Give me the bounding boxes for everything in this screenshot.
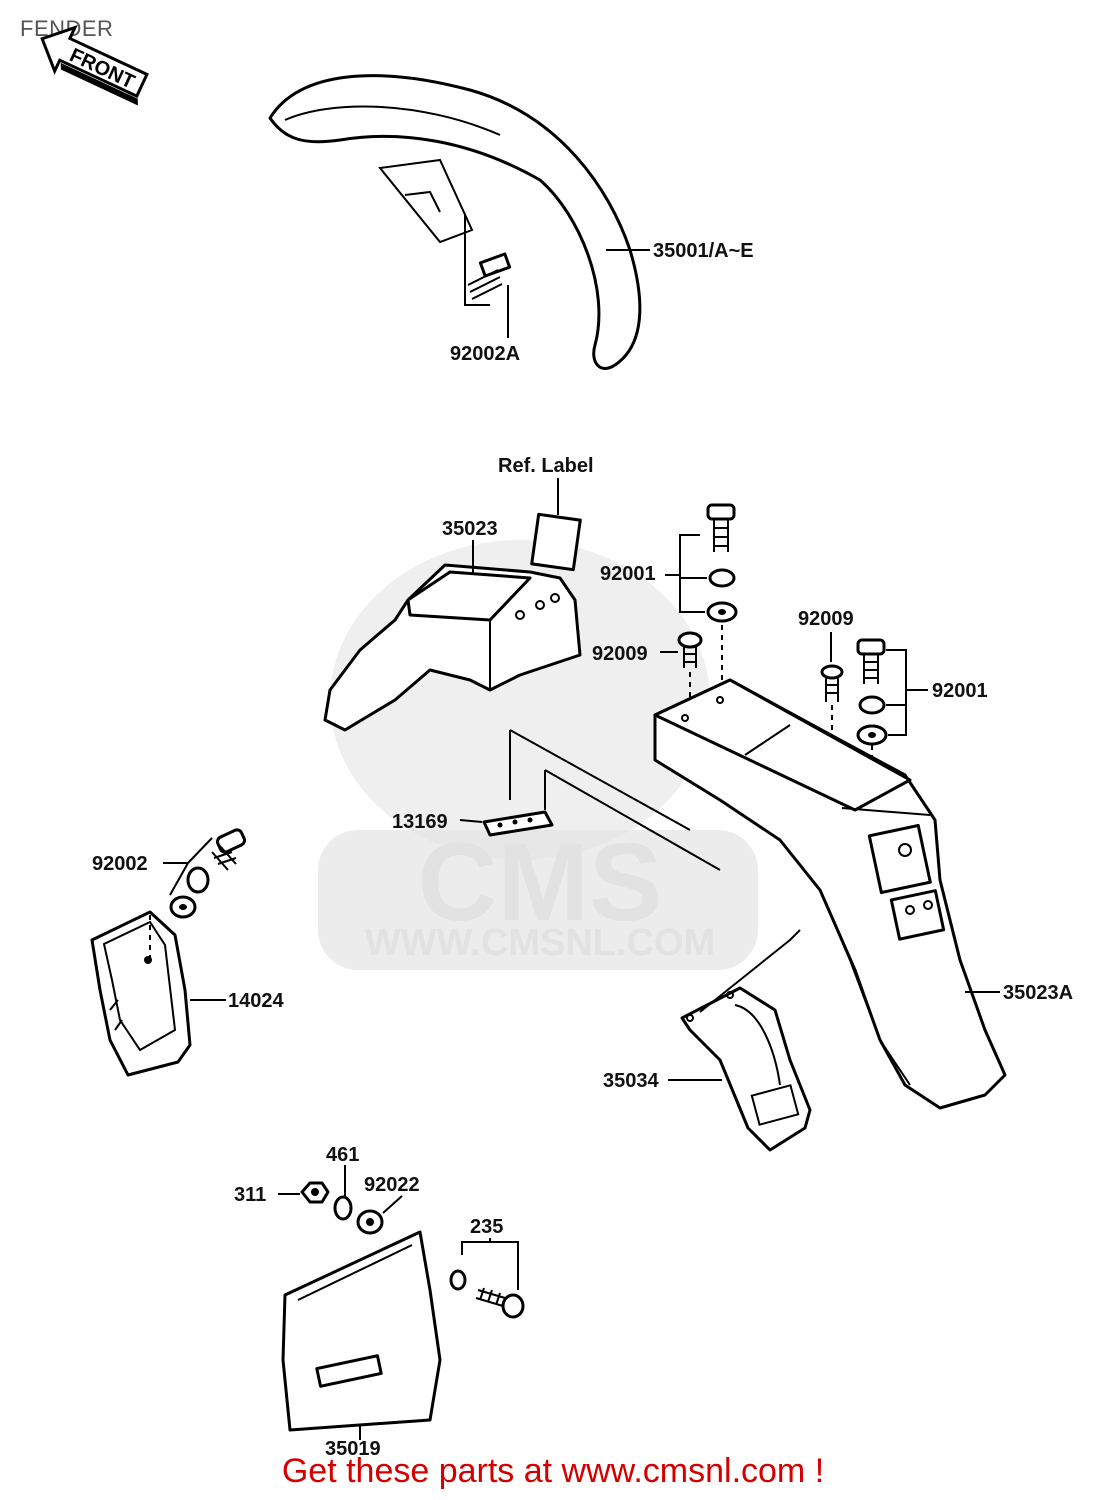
label-235: 235 [470, 1216, 503, 1238]
label-461: 461 [326, 1144, 359, 1166]
label-35034: 35034 [603, 1070, 659, 1092]
inner-fender-35023 [323, 563, 582, 732]
screw-92009-right-icon [820, 664, 844, 702]
cover-14024 [90, 910, 192, 1077]
label-35019: 35019 [325, 1438, 381, 1460]
label-35023: 35023 [442, 518, 498, 540]
bolt-92002-icon [169, 828, 247, 919]
washer-92022-icon [356, 1209, 384, 1235]
callout-35034 [699, 929, 801, 1013]
label-92001-upper: 92001 [600, 563, 656, 585]
front-arrow-icon: FRONT [40, 25, 149, 106]
bolt-92001-right-icon [856, 638, 888, 746]
label-311: 311 [234, 1184, 266, 1206]
bracket-35034 [680, 986, 812, 1152]
ref-label-sticker [530, 512, 582, 572]
bracket-92001-upper [679, 534, 707, 613]
watermark-plate [318, 830, 758, 970]
washer-461-icon [333, 1195, 353, 1221]
nut-311-icon [300, 1181, 330, 1204]
label-92009-right: 92009 [798, 608, 854, 630]
label-92022: 92022 [364, 1174, 420, 1196]
bolt-92001-upper-icon [706, 503, 738, 623]
bracket-92002A [464, 215, 490, 306]
screw-92009-left-icon [677, 631, 703, 668]
label-35023A: 35023A [1003, 982, 1073, 1004]
rear-fender-35023A [653, 678, 1007, 1110]
label-92001-right: 92001 [932, 680, 988, 702]
label-13169: 13169 [392, 811, 448, 833]
leader-92022 [382, 1195, 403, 1214]
footer-promo-link[interactable]: Get these parts at www.cmsnl.com ! [281, 1452, 825, 1490]
bracket-235 [461, 1238, 519, 1290]
callout-13169 [509, 729, 721, 871]
front-fender-35001 [268, 74, 642, 370]
label-ref-label: Ref. Label [498, 455, 594, 477]
plate-35019 [281, 1230, 442, 1432]
watermark: CMS WWW.CMSNL.COM [318, 540, 758, 970]
bolt-92002A-icon [467, 252, 512, 300]
label-14024: 14024 [228, 990, 284, 1012]
strip-13169 [482, 810, 554, 837]
label-35001: 35001/A~E [653, 240, 754, 262]
label-92002: 92002 [92, 853, 148, 875]
screw-235-icon [449, 1269, 525, 1319]
leader-13169 [459, 819, 483, 823]
bracket-92002 [169, 837, 213, 896]
label-92002A: 92002A [450, 343, 520, 365]
watermark-brand: CMS [418, 821, 662, 944]
watermark-url: WWW.CMSNL.COM [365, 922, 715, 964]
bracket-92001-right [886, 649, 907, 736]
label-92009-left: 92009 [592, 643, 648, 665]
